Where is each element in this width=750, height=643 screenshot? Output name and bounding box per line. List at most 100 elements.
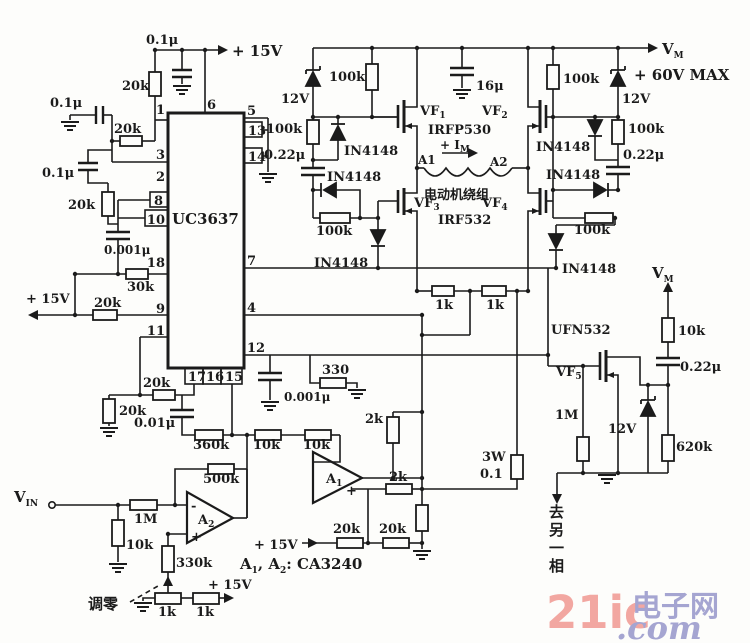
logo-21ic: 21ic: [546, 586, 651, 639]
mosfet-vf3: [396, 188, 412, 215]
res-label: 100k: [329, 70, 366, 85]
res-label: 100k: [574, 223, 611, 238]
cap-label: 0.22μ: [264, 148, 306, 163]
res-label: 330: [322, 363, 349, 378]
diodes: [304, 66, 657, 417]
vin-terminal: [47, 500, 56, 509]
cap-label: 0.22μ: [623, 148, 665, 163]
diode-label: IN4148: [344, 144, 398, 159]
res-label: 30k: [127, 280, 155, 295]
vf1-label: VF1: [419, 104, 446, 121]
motor-winding-label: 电动机绕组: [424, 187, 489, 203]
vf3-label: VF3: [413, 196, 440, 213]
res-label: 20k: [143, 376, 171, 391]
cap-label: 0.1μ: [50, 96, 83, 111]
arrow-15v-top: [218, 45, 228, 55]
res-label: 10k: [253, 438, 281, 453]
pin-12: 12: [247, 341, 265, 356]
res-label: 1k: [196, 605, 215, 620]
opamps: [185, 450, 365, 545]
res-label: 1M: [134, 512, 157, 527]
diode-label: IN4148: [546, 168, 600, 183]
zero-adjust-label: 调零: [88, 595, 119, 613]
opamp-a1: [311, 450, 365, 505]
resistors: [92, 63, 675, 605]
pin-13: 13: [248, 124, 266, 139]
res-label: 3W: [482, 450, 506, 465]
arrows: [28, 43, 673, 603]
cap-label: 16μ: [476, 79, 504, 94]
pin-3: 3: [156, 148, 165, 163]
ic-part-label: UC3637: [172, 210, 239, 228]
res-label: 20k: [119, 404, 147, 419]
res-label: 10k: [126, 538, 154, 553]
pin-16: 16: [206, 370, 224, 385]
arrow-motor-current: [468, 148, 478, 158]
pin-5: 5: [247, 104, 256, 119]
pin-4: 4: [247, 301, 256, 316]
arrow-15v-bias: [308, 538, 318, 548]
vf2-label: VF2: [481, 104, 508, 121]
res-label: 1k: [435, 298, 454, 313]
res-label: 1M: [555, 408, 578, 423]
res-label: 10k: [678, 324, 706, 339]
pin-9: 9: [156, 302, 165, 317]
vm-label: VM: [661, 40, 684, 61]
mosfets: [372, 100, 614, 382]
diode-label: IN4148: [327, 170, 381, 185]
mosfet-vf2: [532, 100, 548, 133]
arrow-vm-right: [663, 282, 673, 292]
vm-right-label: VM: [651, 264, 674, 285]
res-label: 100k: [628, 122, 665, 137]
res-label: 0.1: [480, 467, 503, 482]
pin-7: 7: [247, 254, 256, 269]
cap-label: 0.1μ: [42, 166, 75, 181]
logo-cn: 电子网: [632, 589, 720, 623]
vin-label: VIN: [13, 488, 38, 509]
pin-15: 15: [225, 370, 243, 385]
pin-1: 1: [156, 103, 165, 118]
mosfet-vf4: [532, 188, 548, 215]
res-label: 620k: [676, 440, 713, 455]
res-label: 20k: [333, 522, 361, 537]
res-label: 20k: [379, 522, 407, 537]
pin-8: 8: [154, 194, 163, 209]
diode-label: IN4148: [536, 140, 590, 155]
cap-label: 0.01μ: [134, 416, 176, 431]
cap-label: 0.001μ: [104, 243, 151, 257]
vmax-label: + 60V MAX: [634, 66, 730, 84]
diode-label: IN4148: [562, 262, 616, 277]
a2-inverting-mark: -: [191, 499, 196, 514]
labels: 0.1μ + 15V 20k 20k 0.1μ 0.1μ 20k 0.001μ …: [13, 33, 730, 620]
pin-17: 17: [188, 370, 206, 385]
motor-terminal-a1: A1: [417, 153, 436, 167]
arrow-15v-left: [28, 310, 38, 320]
arrow-vm-top: [648, 43, 658, 53]
pin-6: 6: [207, 98, 216, 113]
res-label: 100k: [266, 122, 303, 137]
other-phase-label: 去另一相: [547, 504, 565, 576]
mosfet-vf5: [598, 350, 614, 382]
motor-current-label: + IM: [440, 138, 470, 155]
res-label: 330k: [176, 556, 213, 571]
cap-label: 0.001μ: [284, 390, 331, 404]
pin-14: 14: [248, 150, 266, 165]
pin-10: 10: [147, 213, 165, 228]
site-watermark: 21ic 电子网 .com: [540, 588, 750, 643]
res-label: 1k: [486, 298, 505, 313]
part-label: IRFP530: [428, 123, 491, 138]
supply-label: + 15V: [26, 292, 71, 307]
mosfet-vf1: [372, 100, 412, 133]
opamp-note: A1, A2: CA3240: [239, 555, 362, 576]
zener-label: 12V: [622, 92, 651, 107]
cap-label: 0.22μ: [680, 360, 722, 375]
capacitors: [78, 66, 680, 419]
res-label: 2k: [389, 470, 408, 485]
res-label: 20k: [94, 296, 122, 311]
arrow-trimpot: [163, 576, 173, 586]
res-label: 100k: [316, 224, 353, 239]
res-label: 20k: [122, 79, 150, 94]
vf5-label: VF5: [555, 365, 582, 382]
a1-noninverting-mark: +: [346, 484, 357, 499]
